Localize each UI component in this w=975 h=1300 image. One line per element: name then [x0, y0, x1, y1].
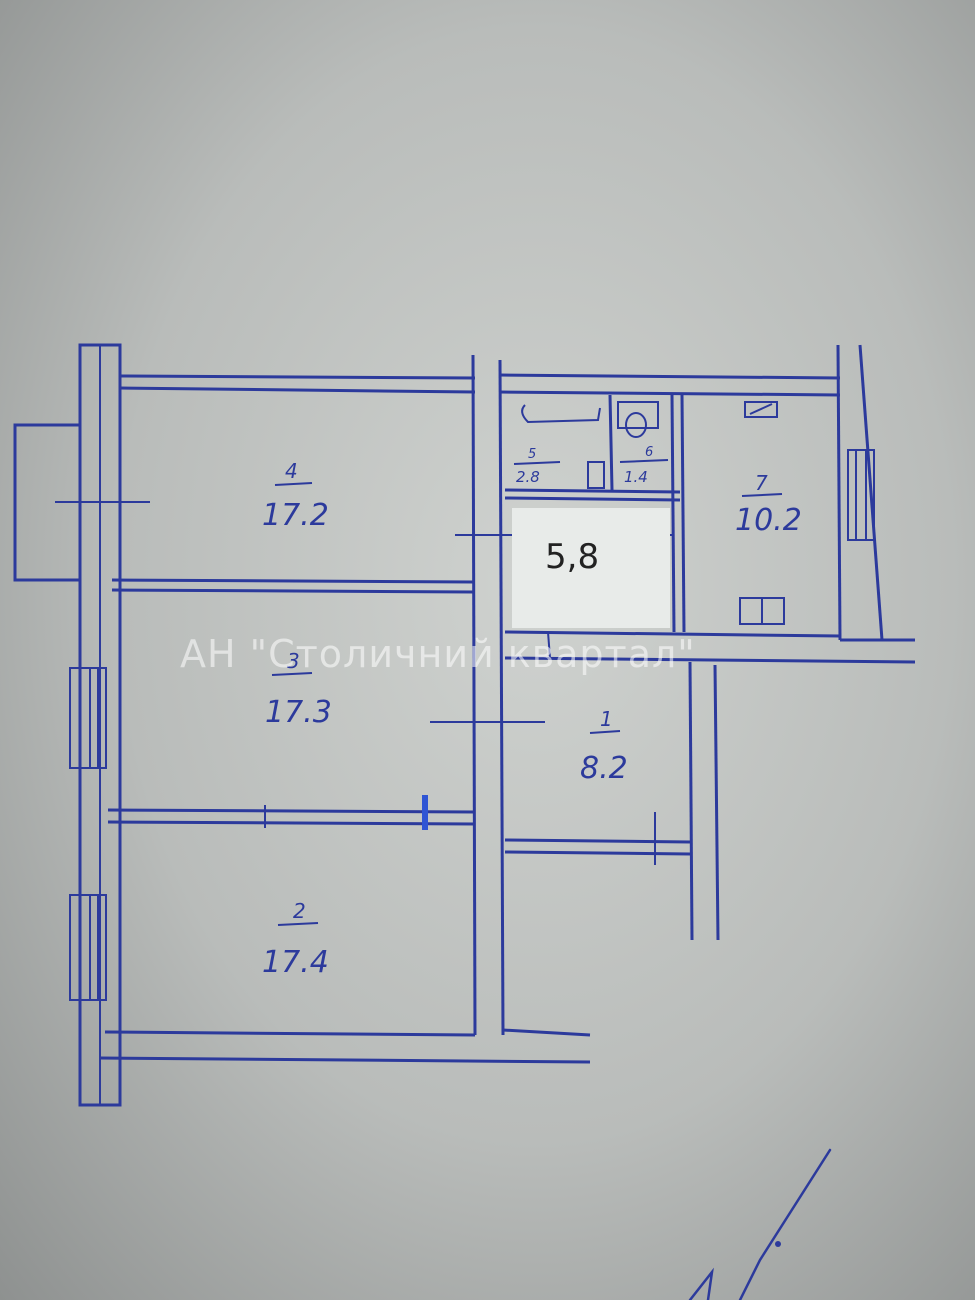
- partition-3-2: [107, 805, 476, 828]
- balcony: [13, 423, 150, 582]
- room-area: 17.4: [262, 945, 329, 980]
- partition-4-3: [111, 578, 474, 594]
- room-label-2: 2 17.4: [262, 899, 329, 980]
- room-number: 3: [287, 649, 300, 673]
- window-icon: [69, 667, 107, 769]
- watermark: АН "Столичний квартал": [180, 632, 696, 676]
- right-outer-wall: [836, 344, 884, 641]
- bathtub-icon: [521, 404, 605, 489]
- room-area: 2.8: [516, 468, 540, 486]
- sink-icon: [744, 401, 778, 418]
- room-area: 17.2: [262, 498, 329, 533]
- room-area: 1.4: [624, 468, 648, 486]
- room-area: 17.3: [265, 695, 332, 730]
- bathroom-block: [504, 394, 686, 633]
- room-label-1: 1 8.2: [580, 707, 628, 786]
- stove-icon: [739, 597, 785, 625]
- partition-1: [504, 812, 691, 865]
- corridor-walls: [688, 661, 720, 941]
- room-number: 5: [528, 447, 536, 462]
- room-number: 6: [645, 445, 653, 460]
- room-number: 1: [600, 707, 613, 731]
- hall-area-patch: [512, 508, 670, 628]
- toilet-icon: [617, 401, 659, 438]
- room-area: 8.2: [580, 751, 628, 786]
- signature-icon: [688, 1148, 832, 1300]
- room-number: 7: [755, 471, 768, 495]
- kitchen-bottom-wall: [504, 630, 916, 664]
- room-number: 4: [285, 459, 298, 483]
- room-label-7: 7 10.2: [735, 471, 802, 538]
- room-number: 2: [293, 899, 306, 923]
- room-label-5: 5 2.8: [513, 447, 561, 486]
- central-wall: [430, 354, 545, 1036]
- left-outer-wall: [78, 343, 122, 1107]
- room-label-3: 3 17.3: [265, 649, 332, 730]
- hall-area: 5,8: [545, 537, 599, 577]
- top-wall: [119, 373, 841, 397]
- room-area: 10.2: [735, 503, 802, 538]
- window-icon: [69, 894, 107, 1001]
- room-label-4: 4 17.2: [262, 459, 329, 533]
- room-label-6: 6 1.4: [619, 445, 669, 486]
- bottom-wall: [99, 1028, 591, 1064]
